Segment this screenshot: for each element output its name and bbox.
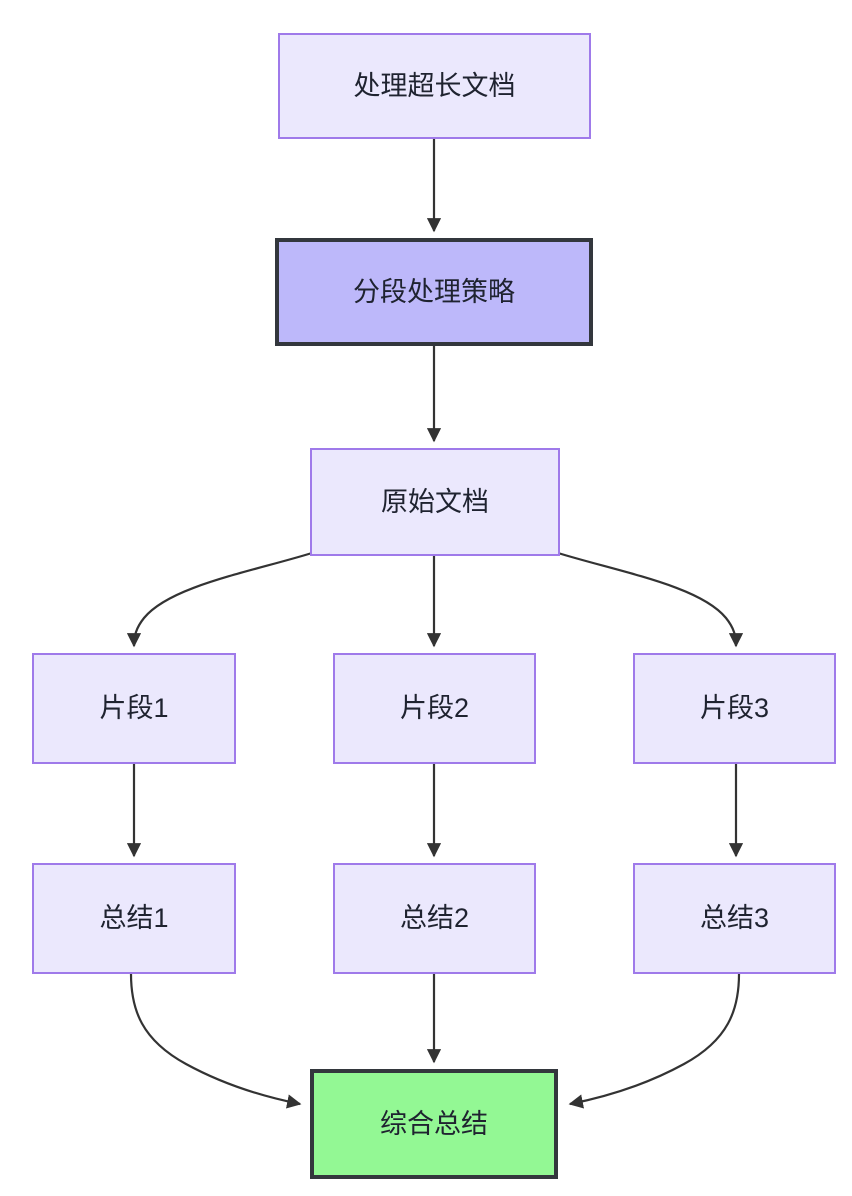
- node-label: 片段3: [699, 693, 770, 724]
- node-label: 总结2: [399, 903, 470, 934]
- edge-source-to-chunk1: [126, 551, 313, 648]
- node-label: 原始文档: [381, 486, 489, 517]
- node-chunk-3[interactable]: 片段3: [633, 653, 836, 764]
- node-label: 片段2: [399, 693, 470, 724]
- node-label: 片段1: [99, 693, 169, 724]
- edge-sum3-to-final: [568, 973, 741, 1109]
- node-chunk-1[interactable]: 片段1: [32, 653, 236, 764]
- node-chunk-2[interactable]: 片段2: [333, 653, 536, 764]
- node-source-document[interactable]: 原始文档: [310, 448, 560, 556]
- node-label: 综合总结: [380, 1108, 488, 1139]
- edge-sum1-to-final: [129, 973, 302, 1109]
- node-label: 处理超长文档: [353, 70, 516, 101]
- node-label: 分段处理策略: [353, 276, 515, 307]
- edge-source-to-chunk3: [557, 551, 744, 648]
- node-process-long-document[interactable]: 处理超长文档: [278, 33, 591, 139]
- node-summary-3[interactable]: 总结3: [633, 863, 836, 974]
- node-combined-summary[interactable]: 综合总结: [310, 1069, 558, 1179]
- node-chunking-strategy[interactable]: 分段处理策略: [275, 238, 593, 346]
- node-summary-1[interactable]: 总结1: [32, 863, 236, 974]
- node-label: 总结1: [99, 903, 169, 934]
- node-summary-2[interactable]: 总结2: [333, 863, 536, 974]
- node-label: 总结3: [699, 903, 770, 934]
